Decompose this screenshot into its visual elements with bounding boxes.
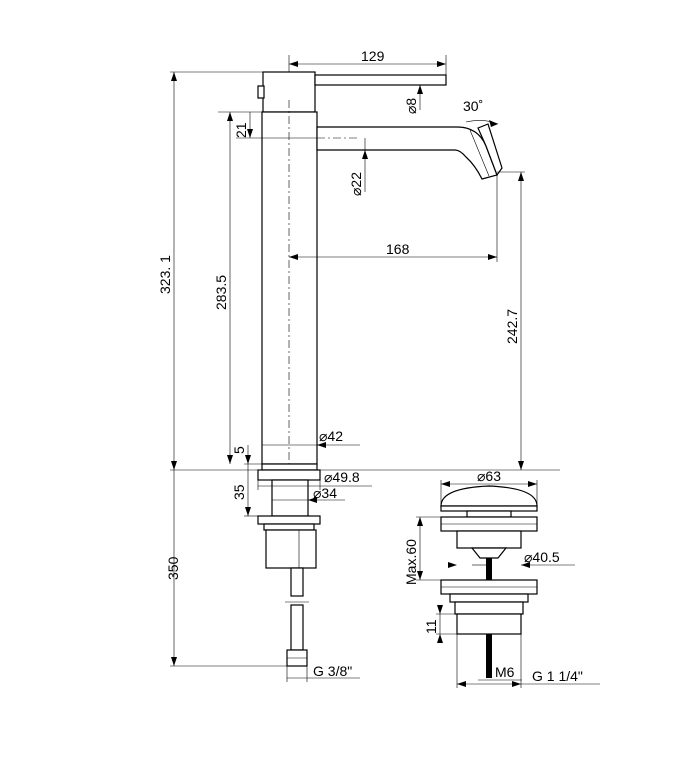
waste-rod-upper [486,558,492,580]
waste-cap [440,485,538,507]
dim-body-height: 283.5 [213,275,229,310]
faucet-washer [257,515,321,525]
waste-arrows [417,481,537,687]
faucet-dimension-lines [170,55,560,682]
waste-nut-lower [449,593,529,603]
waste-body-upper [456,530,522,549]
waste-washer [454,601,524,615]
dim-total-height: 323. 1 [157,255,173,294]
faucet-base-ring [261,463,318,471]
dim-waste-rod-thread: M6 [495,664,515,680]
hose-upper [290,567,304,597]
faucet-aerator [477,123,503,177]
dim-hose-thread: G 3/8" [313,663,352,679]
dim-waste-cap-diameter: ⌀63 [477,468,501,484]
dim-shank-diameter: ⌀34 [313,485,337,501]
dim-waste-body-diameter: ⌀40.5 [524,549,560,565]
faucet-shank [271,479,309,517]
dim-waste-thread: G 1 1/4" [532,668,583,684]
waste-cap-neck [466,510,512,518]
dim-spout-top-height: 21 [233,122,249,138]
waste-rod-lower [486,634,492,678]
faucet-lever-button [257,85,265,99]
waste-cap-rim [440,505,538,512]
faucet-spout [316,126,498,180]
waste-body-taper [470,547,508,559]
dim-waste-max-height: Max.60 [403,539,419,585]
dim-base-diameter: ⌀49.8 [324,469,360,485]
dim-base-offset: 5 [231,446,247,454]
dim-spout-angle: 30˚ [463,98,483,114]
faucet-lever-arm [314,74,447,86]
dim-lever-diameter: ⌀8 [403,98,419,114]
dim-spout-outlet-height: 242.7 [504,309,520,344]
dim-body-diameter: ⌀42 [319,428,343,444]
dimension-arrows [171,61,524,666]
dim-waste-flange-height: 11 [423,619,439,634]
waste-thread-body [456,613,522,635]
faucet-base [257,469,321,481]
dim-hose-length: 350 [165,556,181,580]
dim-shank-height: 35 [231,484,247,500]
waste-assembly [440,485,538,678]
dimension-labels: 129 ⌀8 30˚ 21 ⌀22 323. 1 283.5 168 242.7… [157,48,583,684]
faucet-fixing-nut [265,529,317,569]
faucet-washer-lower [263,523,315,531]
hose-lower [290,604,304,651]
dim-lever-length: 129 [361,48,385,64]
faucet-assembly [257,71,503,667]
dim-spout-reach: 168 [386,241,410,257]
dim-spout-diameter: ⌀22 [348,172,364,196]
faucet-body [261,111,318,465]
